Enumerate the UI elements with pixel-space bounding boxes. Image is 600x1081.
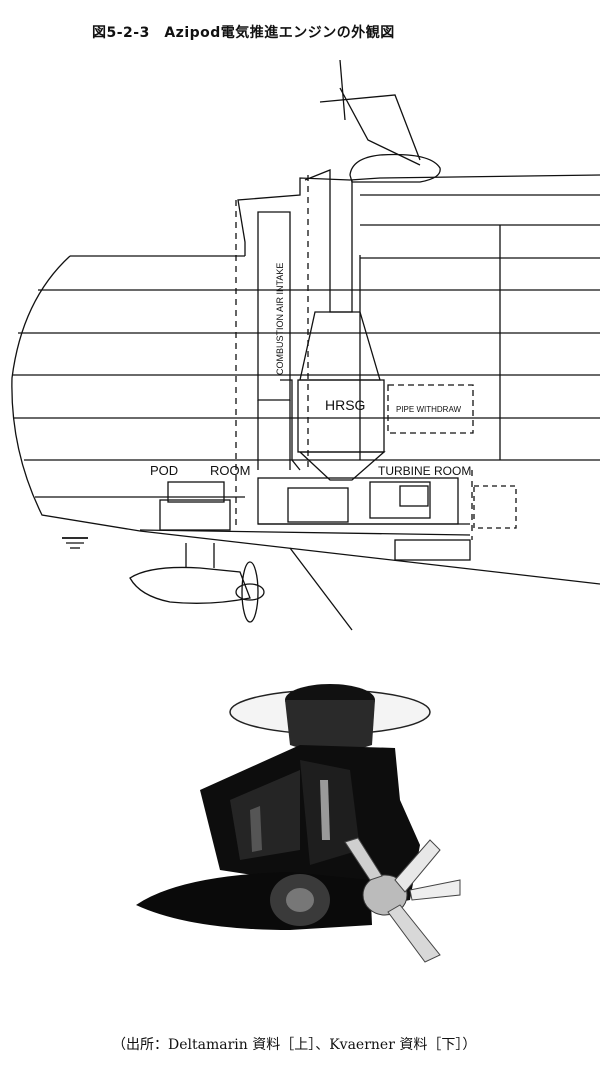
turbine-room-label: TURBINE ROOM: [378, 464, 471, 478]
figure-title: 図5-2-3 Azipod電気推進エンジンの外観図: [92, 25, 395, 41]
pod-outline: [129, 566, 251, 604]
hrsg-label: HRSG: [325, 397, 365, 413]
figure-source: （出所：Deltamarin 資料［上］、Kvaerner 資料［下］）: [112, 1037, 477, 1053]
hull-bow-profile: [11, 255, 600, 585]
combustion-air-intake-label: COMBUSTION AIR INTAKE: [275, 263, 285, 375]
ship-section-drawing: PIPE WITHDRAW HRSG TURBINE ROOM POD ROOM…: [11, 59, 600, 631]
pipe-withdraw-label: PIPE WITHDRAW: [396, 405, 461, 414]
pod-label: POD: [150, 463, 178, 478]
room-label: ROOM: [210, 463, 250, 478]
